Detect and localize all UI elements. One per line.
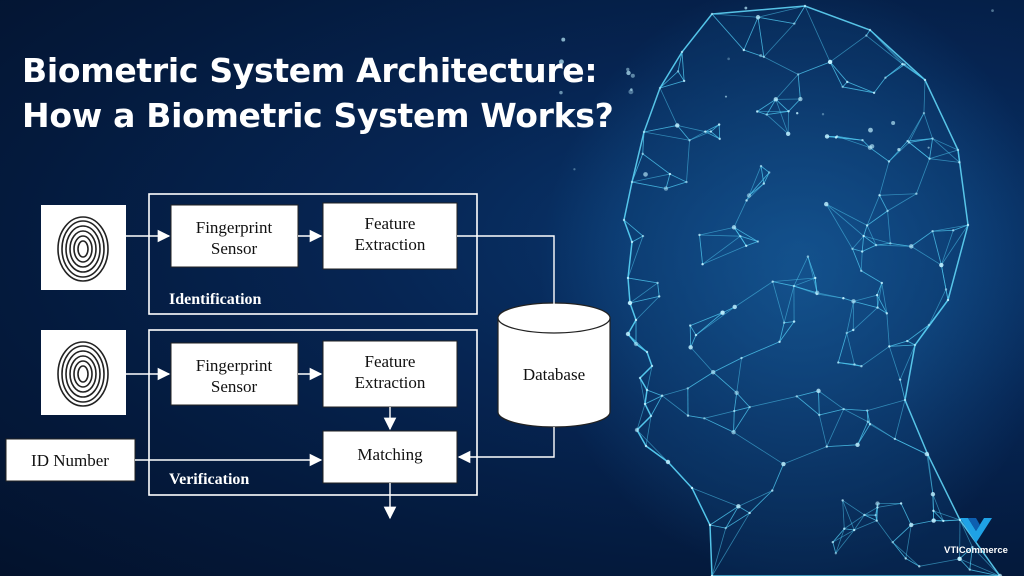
feature-label-line2: Extraction (355, 235, 426, 254)
page-title: Biometric System Architecture: How a Bio… (22, 48, 614, 138)
matching-label: Matching (357, 445, 423, 464)
sensor-label-line2: Sensor (211, 377, 258, 396)
sensor-label-line2: Sensor (211, 239, 258, 258)
fingerprint-icon (41, 330, 126, 415)
feature-extraction-box-identification (322, 202, 458, 270)
matching-box (322, 430, 458, 484)
identification-label: Identification (169, 291, 262, 308)
id-number-box (5, 438, 136, 482)
id-number-label: ID Number (31, 451, 109, 470)
feature-label-line1: Feature (365, 352, 416, 371)
verification-label: Verification (169, 471, 249, 488)
sensor-label-line1: Fingerprint (196, 356, 273, 375)
fingerprint-sensor-box-verification (170, 342, 299, 406)
feature-label-line1: Feature (365, 214, 416, 233)
arrow-database-to-matching (457, 427, 555, 464)
brand-mark: VTICommerce (936, 516, 1016, 556)
mesh-nodes (558, 4, 1003, 576)
fingerprint-sensor-box-identification (170, 204, 299, 268)
face-glow (540, 0, 1024, 576)
sensor-label-line1: Fingerprint (196, 218, 273, 237)
fingerprint-icon (41, 205, 126, 290)
title-line-1: Biometric System Architecture: (22, 51, 598, 90)
identification-frame (148, 193, 478, 315)
arrow-feature-to-database (457, 235, 561, 333)
title-line-2: How a Biometric System Works? (22, 96, 614, 135)
face-mesh (623, 5, 1001, 576)
verification-frame (148, 329, 478, 496)
feature-label-line2: Extraction (355, 373, 426, 392)
v-logo-icon (960, 518, 992, 543)
database-label: Database (523, 365, 585, 384)
brand-name: VTICommerce (944, 545, 1008, 556)
